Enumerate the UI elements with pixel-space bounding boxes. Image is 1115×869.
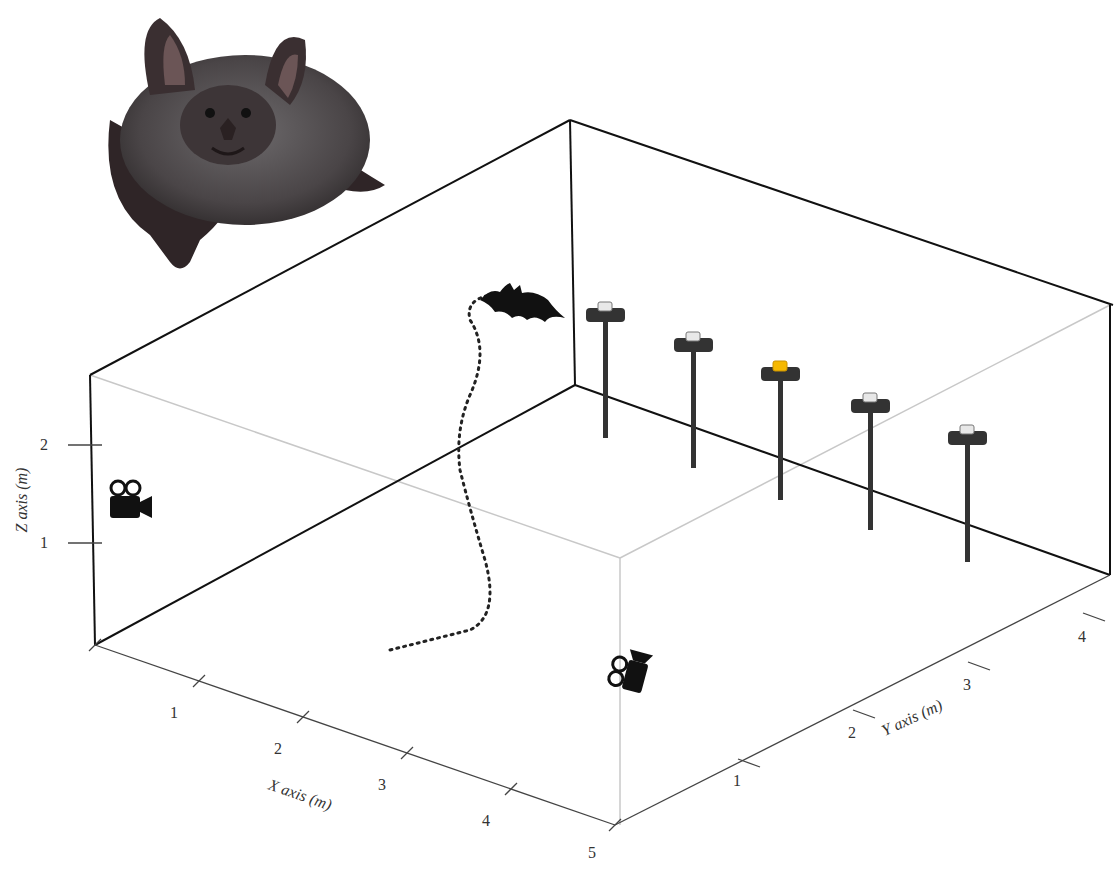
feeder <box>586 302 625 438</box>
axis-label: Z axis (m) <box>14 468 30 533</box>
feeders <box>586 302 987 562</box>
feeder <box>851 393 890 530</box>
camera-symbol <box>607 646 653 694</box>
feeder <box>674 332 713 468</box>
room-edges <box>90 120 1113 645</box>
tick-number: 4 <box>482 813 490 829</box>
bat-photo <box>108 18 385 269</box>
tick-number: 1 <box>733 773 741 789</box>
feeder <box>948 425 987 562</box>
tick-number: 2 <box>274 741 282 757</box>
tick-number: 3 <box>963 677 971 693</box>
feeder <box>761 361 800 500</box>
axes <box>68 445 1110 831</box>
tick-number: 2 <box>848 725 856 741</box>
tick-number: 3 <box>378 777 386 793</box>
tick-number: 2 <box>40 437 48 453</box>
tick-number: 1 <box>40 535 48 551</box>
bat-silhouette <box>480 283 565 322</box>
tick-number: 5 <box>588 845 596 861</box>
axis-label: X axis (m) <box>266 777 333 814</box>
axis-label: Y axis (m) <box>879 697 945 739</box>
tick-number: 1 <box>170 705 178 721</box>
room-hidden-edges <box>90 305 1110 825</box>
tick-number: 4 <box>1078 629 1086 645</box>
camera-symbol <box>110 481 152 518</box>
flight-path <box>390 295 490 650</box>
